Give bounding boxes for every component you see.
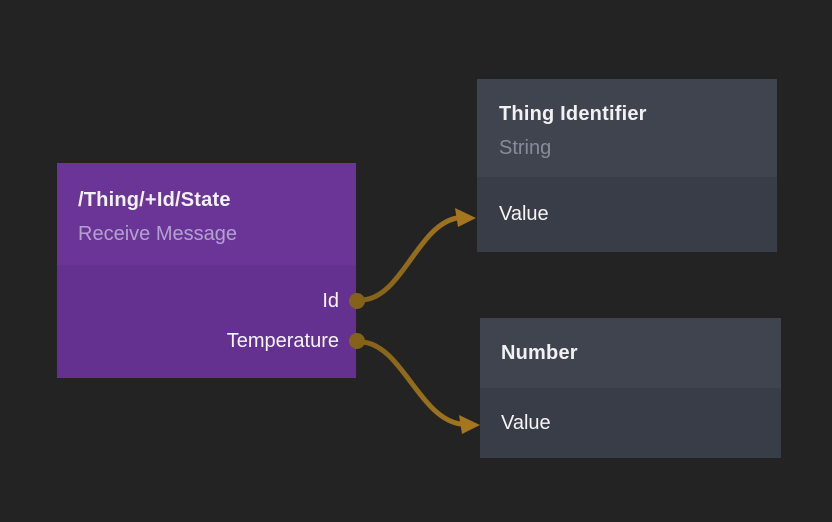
- node-number[interactable]: Number Value: [480, 318, 781, 458]
- wire-temperature-to-number-value[interactable]: [360, 339, 464, 427]
- node-receive-message-header[interactable]: /Thing/+Id/State Receive Message: [57, 163, 356, 265]
- node-subtitle: Receive Message: [78, 223, 237, 245]
- output-port-dot-id[interactable]: [349, 293, 365, 309]
- node-title: /Thing/+Id/State: [78, 189, 231, 211]
- node-number-body: Value: [480, 388, 781, 458]
- node-thing-identifier[interactable]: Thing Identifier String Value: [477, 79, 777, 252]
- node-thing-identifier-body: Value: [477, 177, 777, 252]
- node-subtitle: String: [499, 137, 552, 159]
- node-number-header[interactable]: Number: [480, 318, 781, 388]
- node-title: Thing Identifier: [499, 103, 647, 125]
- node-title: Number: [501, 342, 578, 364]
- output-port-temperature[interactable]: Temperature: [226, 329, 339, 352]
- input-port-value[interactable]: Value: [501, 411, 551, 434]
- input-port-value[interactable]: Value: [499, 203, 549, 225]
- wire-id-to-thing-identifier-value[interactable]: [360, 215, 460, 303]
- output-port-dot-temperature[interactable]: [349, 333, 365, 349]
- node-thing-identifier-header[interactable]: Thing Identifier String: [477, 79, 777, 177]
- node-receive-message-body: Id Temperature: [57, 265, 356, 378]
- output-port-id[interactable]: Id: [322, 289, 339, 312]
- node-receive-message[interactable]: /Thing/+Id/State Receive Message Id Temp…: [57, 163, 356, 378]
